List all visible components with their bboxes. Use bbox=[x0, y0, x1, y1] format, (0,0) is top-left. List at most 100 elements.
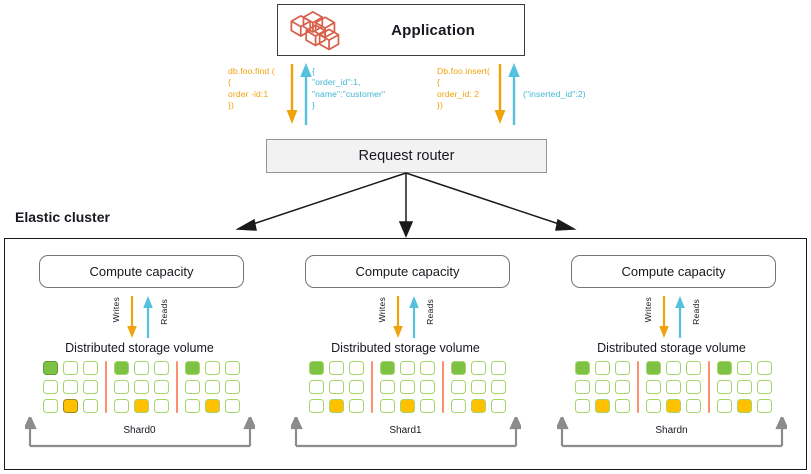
storage-cell[interactable] bbox=[134, 361, 149, 375]
insert-request-label: Db.foo.insert( { order_id: 2 }) bbox=[437, 66, 490, 111]
storage-cell[interactable] bbox=[329, 399, 344, 413]
storage-cell[interactable] bbox=[225, 380, 240, 394]
storage-cell[interactable] bbox=[420, 380, 435, 394]
cell-row bbox=[114, 380, 169, 394]
storage-cell[interactable] bbox=[400, 361, 415, 375]
storage-cell[interactable] bbox=[491, 380, 506, 394]
storage-cell[interactable] bbox=[595, 380, 610, 394]
reads-arrow-icon bbox=[675, 296, 685, 338]
storage-cell[interactable] bbox=[83, 380, 98, 394]
storage-cell[interactable] bbox=[400, 380, 415, 394]
storage-cell[interactable] bbox=[43, 361, 58, 375]
storage-cell[interactable] bbox=[666, 399, 681, 413]
storage-cell[interactable] bbox=[225, 361, 240, 375]
storage-cell[interactable] bbox=[380, 380, 395, 394]
storage-cell[interactable] bbox=[615, 380, 630, 394]
storage-cell[interactable] bbox=[114, 380, 129, 394]
storage-cell[interactable] bbox=[205, 361, 220, 375]
storage-cell[interactable] bbox=[646, 399, 661, 413]
shard-column-1: Compute capacity Writes Reads Distribute… bbox=[277, 239, 534, 471]
storage-cell[interactable] bbox=[717, 399, 732, 413]
storage-cell[interactable] bbox=[575, 361, 590, 375]
storage-cell[interactable] bbox=[575, 380, 590, 394]
storage-cell[interactable] bbox=[329, 380, 344, 394]
group-divider bbox=[105, 361, 107, 413]
storage-cell[interactable] bbox=[43, 399, 58, 413]
storage-cell[interactable] bbox=[686, 380, 701, 394]
storage-cell[interactable] bbox=[451, 361, 466, 375]
storage-cell[interactable] bbox=[666, 380, 681, 394]
storage-cell[interactable] bbox=[309, 380, 324, 394]
storage-cell[interactable] bbox=[349, 361, 364, 375]
storage-cell[interactable] bbox=[134, 399, 149, 413]
storage-cell[interactable] bbox=[451, 380, 466, 394]
storage-cell[interactable] bbox=[471, 380, 486, 394]
storage-cell[interactable] bbox=[420, 399, 435, 413]
compute-capacity-box-0[interactable]: Compute capacity bbox=[39, 255, 244, 288]
storage-cell[interactable] bbox=[615, 361, 630, 375]
storage-cell[interactable] bbox=[63, 399, 78, 413]
storage-cell[interactable] bbox=[615, 399, 630, 413]
shard-column-0: Compute capacity Writes Reads Distribute… bbox=[11, 239, 268, 471]
cell-row bbox=[185, 399, 240, 413]
storage-cell[interactable] bbox=[154, 361, 169, 375]
storage-cell[interactable] bbox=[380, 361, 395, 375]
router-fanout-arrows bbox=[235, 172, 577, 238]
storage-cell[interactable] bbox=[595, 361, 610, 375]
cell-group bbox=[575, 361, 630, 413]
storage-cell[interactable] bbox=[43, 380, 58, 394]
storage-cell[interactable] bbox=[646, 380, 661, 394]
storage-cell[interactable] bbox=[491, 399, 506, 413]
writes-label: Writes bbox=[111, 297, 121, 323]
storage-cell[interactable] bbox=[205, 380, 220, 394]
storage-cell[interactable] bbox=[757, 361, 772, 375]
storage-cell[interactable] bbox=[114, 361, 129, 375]
storage-cell[interactable] bbox=[349, 399, 364, 413]
storage-cell[interactable] bbox=[717, 361, 732, 375]
cell-row bbox=[309, 361, 364, 375]
storage-cell[interactable] bbox=[154, 380, 169, 394]
storage-cell[interactable] bbox=[717, 380, 732, 394]
storage-cell[interactable] bbox=[329, 361, 344, 375]
storage-cell[interactable] bbox=[471, 361, 486, 375]
storage-cell[interactable] bbox=[63, 361, 78, 375]
storage-cell[interactable] bbox=[63, 380, 78, 394]
cell-row bbox=[185, 361, 240, 375]
storage-cell[interactable] bbox=[114, 399, 129, 413]
storage-cell[interactable] bbox=[225, 399, 240, 413]
compute-capacity-box-1[interactable]: Compute capacity bbox=[305, 255, 510, 288]
storage-cell[interactable] bbox=[185, 380, 200, 394]
storage-cell[interactable] bbox=[595, 399, 610, 413]
cell-row bbox=[309, 380, 364, 394]
storage-cell[interactable] bbox=[666, 361, 681, 375]
storage-cell[interactable] bbox=[134, 380, 149, 394]
compute-capacity-box-2[interactable]: Compute capacity bbox=[571, 255, 776, 288]
request-router-box[interactable]: Request router bbox=[266, 139, 547, 173]
storage-cell[interactable] bbox=[83, 361, 98, 375]
storage-cell[interactable] bbox=[185, 399, 200, 413]
storage-cell[interactable] bbox=[83, 399, 98, 413]
storage-cell[interactable] bbox=[185, 361, 200, 375]
storage-cell[interactable] bbox=[420, 361, 435, 375]
storage-cell[interactable] bbox=[757, 399, 772, 413]
storage-cell[interactable] bbox=[491, 361, 506, 375]
storage-cell[interactable] bbox=[400, 399, 415, 413]
storage-cell[interactable] bbox=[737, 380, 752, 394]
storage-cell[interactable] bbox=[471, 399, 486, 413]
storage-cell[interactable] bbox=[575, 399, 590, 413]
read-write-arrows-0: Writes Reads bbox=[89, 295, 194, 339]
storage-cell[interactable] bbox=[309, 399, 324, 413]
storage-cell[interactable] bbox=[380, 399, 395, 413]
storage-cell[interactable] bbox=[154, 399, 169, 413]
storage-cell[interactable] bbox=[205, 399, 220, 413]
group-divider bbox=[637, 361, 639, 413]
storage-cell[interactable] bbox=[451, 399, 466, 413]
storage-cell[interactable] bbox=[646, 361, 661, 375]
storage-cell[interactable] bbox=[737, 399, 752, 413]
storage-cell[interactable] bbox=[686, 361, 701, 375]
storage-cell[interactable] bbox=[686, 399, 701, 413]
storage-cell[interactable] bbox=[757, 380, 772, 394]
storage-cell[interactable] bbox=[349, 380, 364, 394]
storage-cell[interactable] bbox=[309, 361, 324, 375]
storage-cell[interactable] bbox=[737, 361, 752, 375]
